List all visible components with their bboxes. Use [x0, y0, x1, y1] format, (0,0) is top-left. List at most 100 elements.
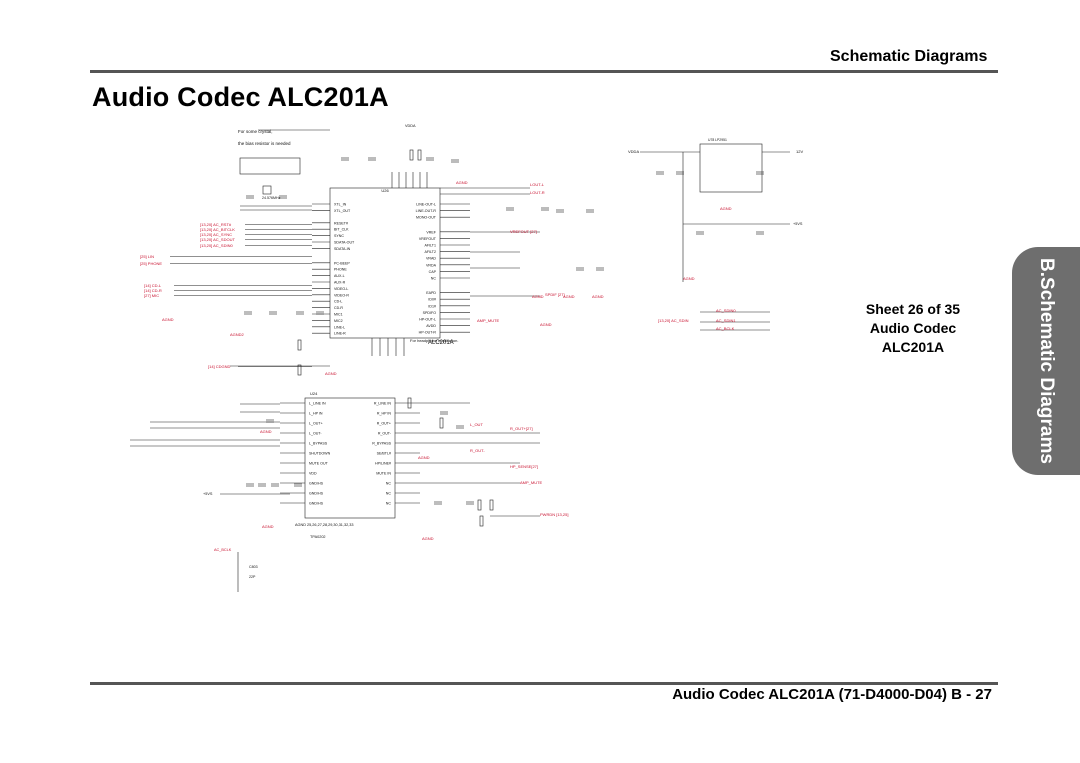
header-divider — [90, 70, 998, 73]
codec-pin-name: SDATA-OUT — [334, 241, 355, 245]
codec-pin-name: MIC2 — [334, 319, 343, 323]
amp-chip-body — [304, 397, 396, 519]
footer-divider — [90, 682, 998, 685]
sheet-subject: Audio Codec — [869, 320, 957, 336]
net-label-right: R_OUT+[27] — [510, 426, 533, 431]
codec-pin-name: PHONE — [334, 268, 347, 272]
schematic-wires — [130, 129, 790, 592]
page-title: Audio Codec ALC201A — [92, 82, 389, 112]
codec-pin-name: CD-R — [334, 306, 343, 310]
resistor — [439, 417, 444, 429]
codec-pin-name: VIDEO-R — [334, 293, 349, 297]
amp-pin-name: GND/HS — [309, 502, 324, 506]
net-label-left: [13,20] AC_SDIN0 — [200, 243, 233, 248]
side-chapter-tab: B.Schematic Diagrams — [1012, 247, 1080, 475]
amp-ref: U24 — [310, 391, 318, 396]
amp-pin-name: SHUTDOWN — [309, 452, 331, 456]
codec-pin-name: AUX-R — [334, 281, 346, 285]
footer-caption: Audio Codec ALC201A (71-D4000-D04) B - 2… — [672, 686, 992, 703]
rail-label: 12V — [796, 149, 803, 154]
ground-label: AGND — [418, 455, 430, 460]
section-category: Schematic Diagrams — [830, 48, 988, 65]
codec-pin-name: CD-L — [334, 300, 342, 304]
codec-pin-name: ID1# — [428, 304, 436, 308]
codec-pin-name: XTL_OUT — [334, 209, 351, 213]
codec-pin-name: SYNC — [334, 234, 344, 238]
crystal-body — [262, 185, 272, 195]
ground-label: AGND — [325, 371, 337, 376]
codec-pin-name: SPDIFO — [423, 311, 437, 315]
codec-pin-name: HP-OUT-L — [419, 318, 436, 322]
codec-pin-name: AUX-L — [334, 274, 345, 278]
net-label-left: [13,20] AC_BITCLK — [200, 227, 235, 232]
net-label-right: VREFOUT [27] — [510, 229, 537, 234]
codec-part-label: ALC201A — [428, 340, 454, 346]
codec-pin-name: AVDD — [426, 324, 436, 328]
amp-pin-name: VDD — [309, 472, 317, 476]
amp-pin-name: R_LINE IN — [374, 402, 392, 406]
amp-pin-name: L_HP IN — [309, 412, 323, 416]
ground-label: AGND — [540, 322, 552, 327]
ground-label: AGND2 — [230, 332, 245, 337]
codec-pin-name: VRAD — [426, 257, 436, 261]
resistor — [489, 499, 494, 511]
schematic-text: U26ALC201AXTL_INXTL_OUTRESET#BIT_CLKSYNC… — [203, 124, 803, 579]
regulator-label: U78 LP2951 — [708, 138, 727, 142]
net-label-right: HP_SENSE[27] — [510, 464, 538, 469]
net-label-left: [14] CDGND — [208, 364, 231, 369]
net-label-right: [13,20] AC_SDIN — [658, 318, 689, 323]
ground-label: AGND — [262, 524, 274, 529]
crystal-note: the bias resistor is needed — [238, 141, 291, 146]
net-label-right: LOUT-L — [530, 182, 545, 187]
amp-pin-name: L_LINE IN — [309, 402, 326, 406]
codec-pin-name: AFILT1 — [424, 244, 436, 248]
resistor — [479, 515, 484, 527]
agnd-pin-note: AGND 25,26,27,28,29,30,31,32,33 — [295, 523, 353, 527]
codec-pin-name: BIT_CLK — [334, 228, 349, 232]
codec-pin-name: LINE-R — [334, 332, 346, 336]
ground-label: AGND — [456, 180, 468, 185]
ground-label: AGND — [563, 294, 575, 299]
amp-pin-name: GND/HS — [309, 482, 324, 486]
rail-label: VDDA — [405, 124, 416, 128]
net-label-right: R_OUT- — [470, 448, 485, 453]
ground-label: AGND — [532, 294, 544, 299]
bias-resistor-box — [239, 157, 301, 175]
rail-label: +5VS — [203, 492, 213, 496]
codec-pin-name: ID0# — [428, 298, 436, 302]
resistor — [297, 339, 302, 351]
codec-ref: U26 — [381, 188, 389, 193]
net-label-right: SPDIF [27] — [545, 292, 565, 297]
amp-pin-name: R_HP IN — [377, 412, 392, 416]
resistor — [417, 149, 422, 161]
amp-pin-name: R_BYPASS — [372, 442, 391, 446]
codec-pin-name: LINE-OUT-R — [416, 209, 437, 213]
codec-pin-name: PC-BEEP — [334, 261, 350, 265]
amp-pin-name: GND/HS — [309, 492, 324, 496]
regulator-body — [699, 143, 763, 193]
net-label-left: [25] LIN — [140, 254, 154, 259]
resistor — [409, 149, 414, 161]
amp-pin-name: MUTE IN — [376, 472, 391, 476]
capacitor-ref: C803 — [249, 565, 258, 569]
net-label-bottom: AC_BCLK — [214, 548, 232, 552]
net-label-right: AC_BCLK — [716, 326, 735, 331]
capacitor-value: 22P — [249, 575, 256, 579]
amp-part-label: TPA0202 — [310, 535, 326, 539]
ground-label: AGND — [720, 206, 732, 211]
ground-label: AGND — [162, 317, 174, 322]
net-label-right: L_OUT — [470, 422, 483, 427]
net-label-right: AMP_MUTE — [477, 318, 500, 323]
codec-pin-name: VIDEO-L — [334, 287, 348, 291]
resistor — [407, 397, 412, 409]
codec-pin-name: LINE-OUT-L — [416, 203, 436, 207]
sheet-info: Sheet 26 of 35 Audio Codec ALC201A — [853, 300, 973, 357]
sheet-number: Sheet 26 of 35 — [865, 301, 961, 317]
amp-pin-name: MUTE OUT — [309, 462, 329, 466]
ground-label: AGND — [260, 429, 272, 434]
amp-pin-name: SE/BTL# — [377, 452, 391, 456]
amp-pin-name: R_OUT+ — [377, 422, 391, 426]
net-label-left: [25] PHONE — [140, 261, 162, 266]
sheet-part: ALC201A — [881, 339, 945, 355]
net-label-left: [14] CD-L — [144, 283, 162, 288]
